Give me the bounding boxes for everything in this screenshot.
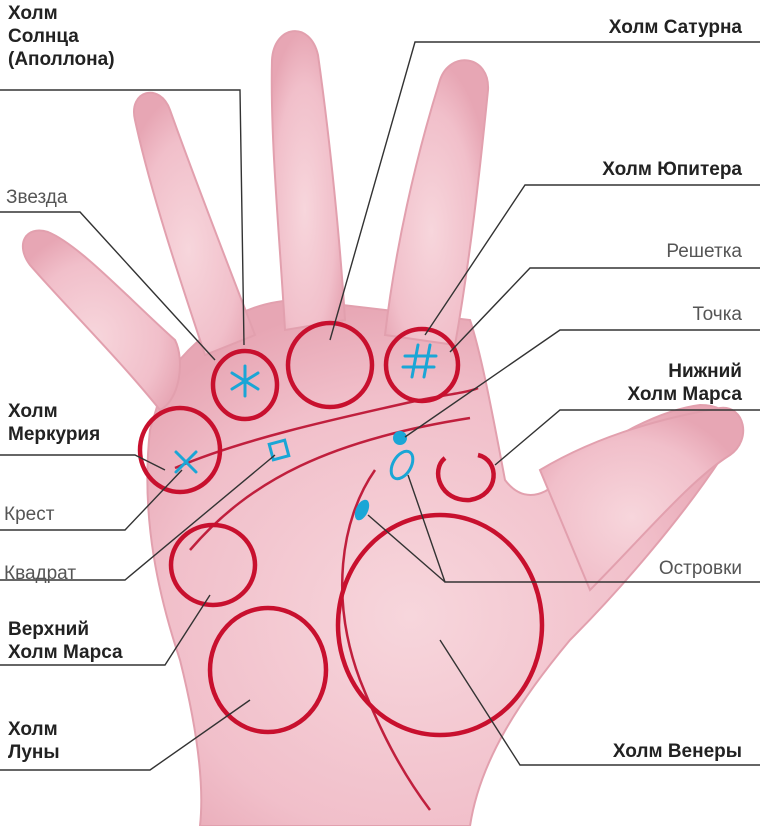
mercury-mount-ring (137, 405, 223, 495)
label-cross: Крест (4, 504, 55, 525)
label-islands: Островки (658, 558, 742, 579)
moon-mount-ring (207, 605, 329, 735)
venus-mount-ring (335, 512, 545, 738)
label-upper-mars: Верхний Холм Марса (8, 618, 123, 664)
label-upper-mars-line1: Верхний (8, 619, 90, 640)
label-lower-mars-line1: Нижний (668, 361, 742, 382)
label-sun-mount-line2: Солнца (8, 26, 79, 47)
label-grille: Решетка (666, 241, 742, 262)
label-mercury-line2: Меркурия (8, 424, 101, 445)
signs (174, 343, 438, 481)
jupiter-mount-ring (383, 326, 461, 404)
mount-rings (137, 320, 545, 738)
label-dot: Точка (692, 304, 742, 325)
dot-sign-icon (393, 431, 407, 445)
label-jupiter-mount: Холм Юпитера (602, 159, 742, 180)
label-sun-mount-line1: Холм (8, 3, 58, 24)
sun-mount-ring (210, 348, 280, 422)
lower-mars-ring (435, 452, 496, 503)
label-moon-line1: Холм (8, 719, 58, 740)
saturn-mount-ring (285, 320, 375, 410)
label-lower-mars: Нижний Холм Марса (627, 360, 742, 406)
label-lower-mars-line2: Холм Марса (627, 384, 742, 405)
label-saturn-mount: Холм Сатурна (608, 17, 742, 38)
leader-lines (0, 41, 760, 771)
label-venus-mount: Холм Венеры (612, 741, 742, 762)
cross-sign-icon (174, 450, 198, 474)
label-star: Звезда (6, 187, 68, 208)
island-sign-icon-lower (354, 499, 370, 521)
label-sun-mount: Холм Солнца (Аполлона) (8, 2, 115, 71)
star-sign-icon (230, 364, 260, 398)
label-moon-mount: Холм Луны (8, 718, 60, 764)
square-sign-icon (267, 438, 291, 462)
grille-sign-icon (401, 343, 438, 379)
island-sign-icon (389, 449, 415, 481)
label-upper-mars-line2: Холм Марса (8, 642, 123, 663)
label-mercury-line1: Холм (8, 401, 58, 422)
label-sun-mount-line3: (Аполлона) (8, 49, 115, 70)
hand-shape (21, 30, 745, 827)
label-moon-line2: Луны (8, 742, 60, 763)
label-mercury-mount: Холм Меркурия (8, 400, 100, 446)
label-square: Квадрат (4, 563, 77, 584)
upper-mars-ring (168, 522, 258, 608)
